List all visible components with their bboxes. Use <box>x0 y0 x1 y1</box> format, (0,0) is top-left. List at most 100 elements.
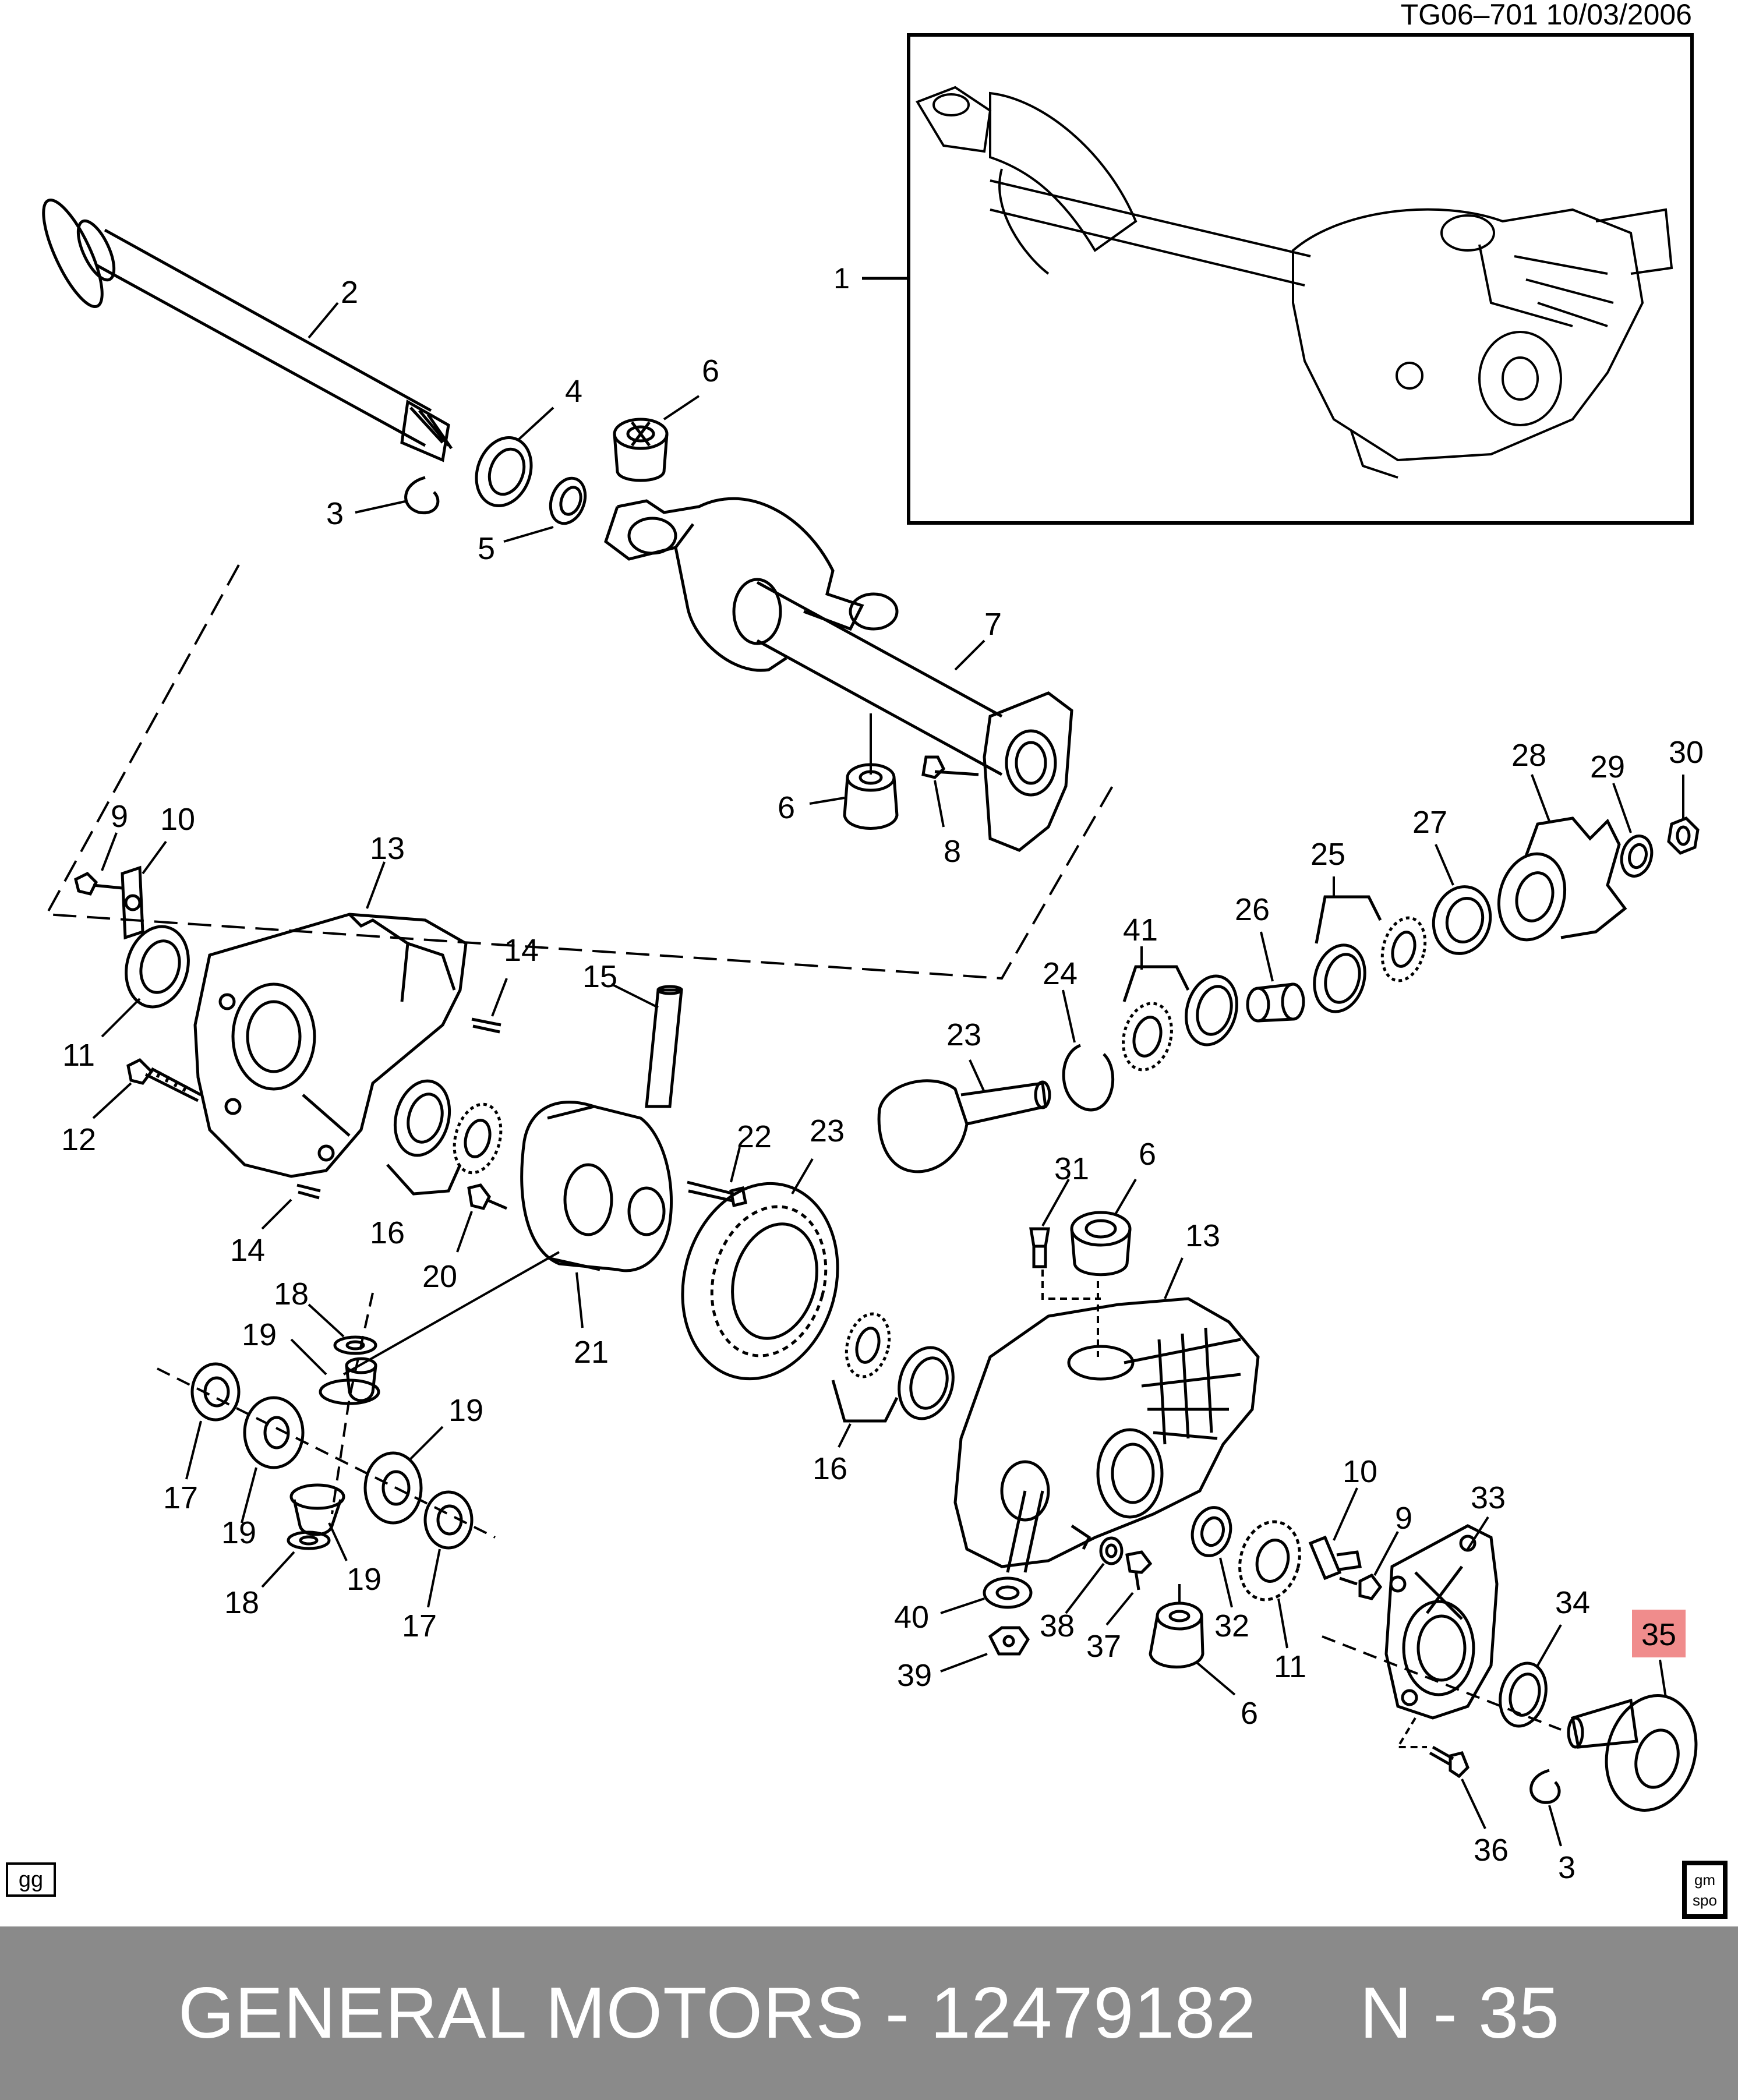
pinion-seal <box>1432 885 1492 955</box>
leader-40 <box>940 1597 985 1614</box>
leader-18b <box>261 1551 295 1588</box>
ring-gear <box>681 1182 839 1381</box>
callout-14: 14 <box>504 933 539 968</box>
axle-tube-bracket <box>604 497 1073 852</box>
leader-18a <box>308 1303 345 1338</box>
output-seal <box>1499 1661 1548 1728</box>
callout-13: 13 <box>370 831 405 866</box>
callout-13: 13 <box>1185 1218 1220 1253</box>
callout-8: 8 <box>944 834 961 869</box>
callout-34: 34 <box>1555 1585 1590 1620</box>
callout-33: 33 <box>1471 1480 1506 1515</box>
callout-19: 19 <box>347 1562 381 1597</box>
callout-23: 23 <box>946 1017 981 1052</box>
leader-32 <box>1219 1557 1233 1608</box>
cross-shaft <box>645 985 683 1108</box>
callout-16: 16 <box>370 1215 405 1250</box>
leader-3 <box>355 500 408 514</box>
callout-28: 28 <box>1511 738 1546 773</box>
footer-part-number: GENERAL MOTORS - 12479182 N - 35 <box>178 1973 1560 2053</box>
subassembly-dash-outline <box>44 564 1114 980</box>
dowel-pin-upper <box>471 1017 501 1034</box>
exploded-axle-diagram: TG06–701 10/03/2006 1 <box>6 0 1728 1919</box>
leader-4 <box>517 406 554 441</box>
callout-19: 19 <box>448 1393 483 1428</box>
callout-6: 6 <box>1241 1696 1258 1731</box>
leader-22 <box>730 1147 741 1183</box>
callout-17: 17 <box>163 1480 198 1515</box>
callout-31: 31 <box>1054 1151 1089 1186</box>
leader-8 <box>934 780 945 828</box>
callout-23: 23 <box>810 1113 845 1148</box>
callout-labels: 2 3 4 5 6 7 6 8 9 10 13 14 15 11 12 14 1… <box>61 275 1704 1885</box>
callout-35: 35 <box>1641 1617 1676 1652</box>
leader-36 <box>1461 1779 1486 1829</box>
differential-housing-right <box>953 1297 1260 1573</box>
leader-27 <box>1435 844 1454 886</box>
leader-19b <box>241 1467 257 1523</box>
axle-shaft <box>42 198 453 462</box>
leader-33 <box>1467 1516 1489 1550</box>
leader-19c <box>409 1426 444 1460</box>
logo-line2: spo <box>1693 1892 1717 1909</box>
leader-7 <box>954 639 985 671</box>
callout-6: 6 <box>1139 1137 1156 1172</box>
mount-bushing <box>613 418 669 482</box>
bracket-bolt <box>921 755 979 779</box>
differential-case <box>520 1101 673 1272</box>
leader-5 <box>503 526 554 543</box>
callout-10: 10 <box>160 802 195 837</box>
leader-17a <box>185 1420 202 1480</box>
bushing-guide-dash <box>1041 1270 1101 1357</box>
leader-38 <box>1065 1562 1105 1614</box>
assembly-dash-line-2 <box>331 1292 374 1515</box>
leader-20 <box>456 1211 473 1253</box>
vent-bolt-lower <box>1339 1573 1383 1600</box>
callout-21: 21 <box>574 1335 609 1370</box>
callout-3: 3 <box>326 496 344 531</box>
leader-39 <box>940 1653 988 1673</box>
pinion-yoke <box>1497 816 1627 942</box>
callout-26: 26 <box>1235 892 1270 927</box>
leader-6b-label <box>809 797 845 805</box>
retaining-clip <box>404 476 440 515</box>
callout-6: 6 <box>702 353 719 388</box>
callout-19: 19 <box>221 1515 256 1550</box>
pinion-gear-upper <box>319 1357 380 1405</box>
callout-6: 6 <box>778 790 795 825</box>
vent-washer <box>1099 1536 1124 1565</box>
callout-15: 15 <box>582 959 617 994</box>
yoke-washer <box>1620 835 1654 878</box>
callout-19: 19 <box>242 1317 277 1352</box>
side-gear-right <box>363 1451 423 1525</box>
leader-9b <box>1373 1531 1399 1576</box>
leader-2 <box>308 302 339 339</box>
callout-25: 25 <box>1310 837 1345 872</box>
axle-seal <box>475 436 533 507</box>
callout-32: 32 <box>1214 1608 1249 1643</box>
pinion-nut <box>1667 816 1700 855</box>
callout-20: 20 <box>422 1259 457 1294</box>
pinion-bearing-outer <box>1313 895 1427 1013</box>
leader-17b <box>427 1549 441 1608</box>
fill-plug-washer <box>983 1576 1033 1609</box>
leader-12 <box>92 1082 132 1119</box>
highlight-box <box>1632 1610 1686 1657</box>
callout-18: 18 <box>274 1277 309 1311</box>
flange-bolt <box>1429 1745 1469 1779</box>
output-shaft <box>1567 1694 1698 1812</box>
housing-bolt <box>126 1058 202 1102</box>
axle-bearing <box>549 476 587 525</box>
callout-24: 24 <box>1043 956 1078 991</box>
callout-14: 14 <box>230 1233 265 1268</box>
leader-10a <box>142 840 167 875</box>
vent-bracket-lower <box>1308 1535 1362 1581</box>
leader-10b <box>1333 1487 1358 1541</box>
leader-24 <box>1062 989 1076 1043</box>
drain-plug <box>467 1183 507 1210</box>
callout-3: 3 <box>1558 1850 1575 1885</box>
callout-17: 17 <box>402 1608 437 1643</box>
callout-36: 36 <box>1474 1833 1509 1868</box>
callout-40: 40 <box>894 1600 929 1635</box>
assembly-dash-line-1 <box>157 1367 496 1539</box>
